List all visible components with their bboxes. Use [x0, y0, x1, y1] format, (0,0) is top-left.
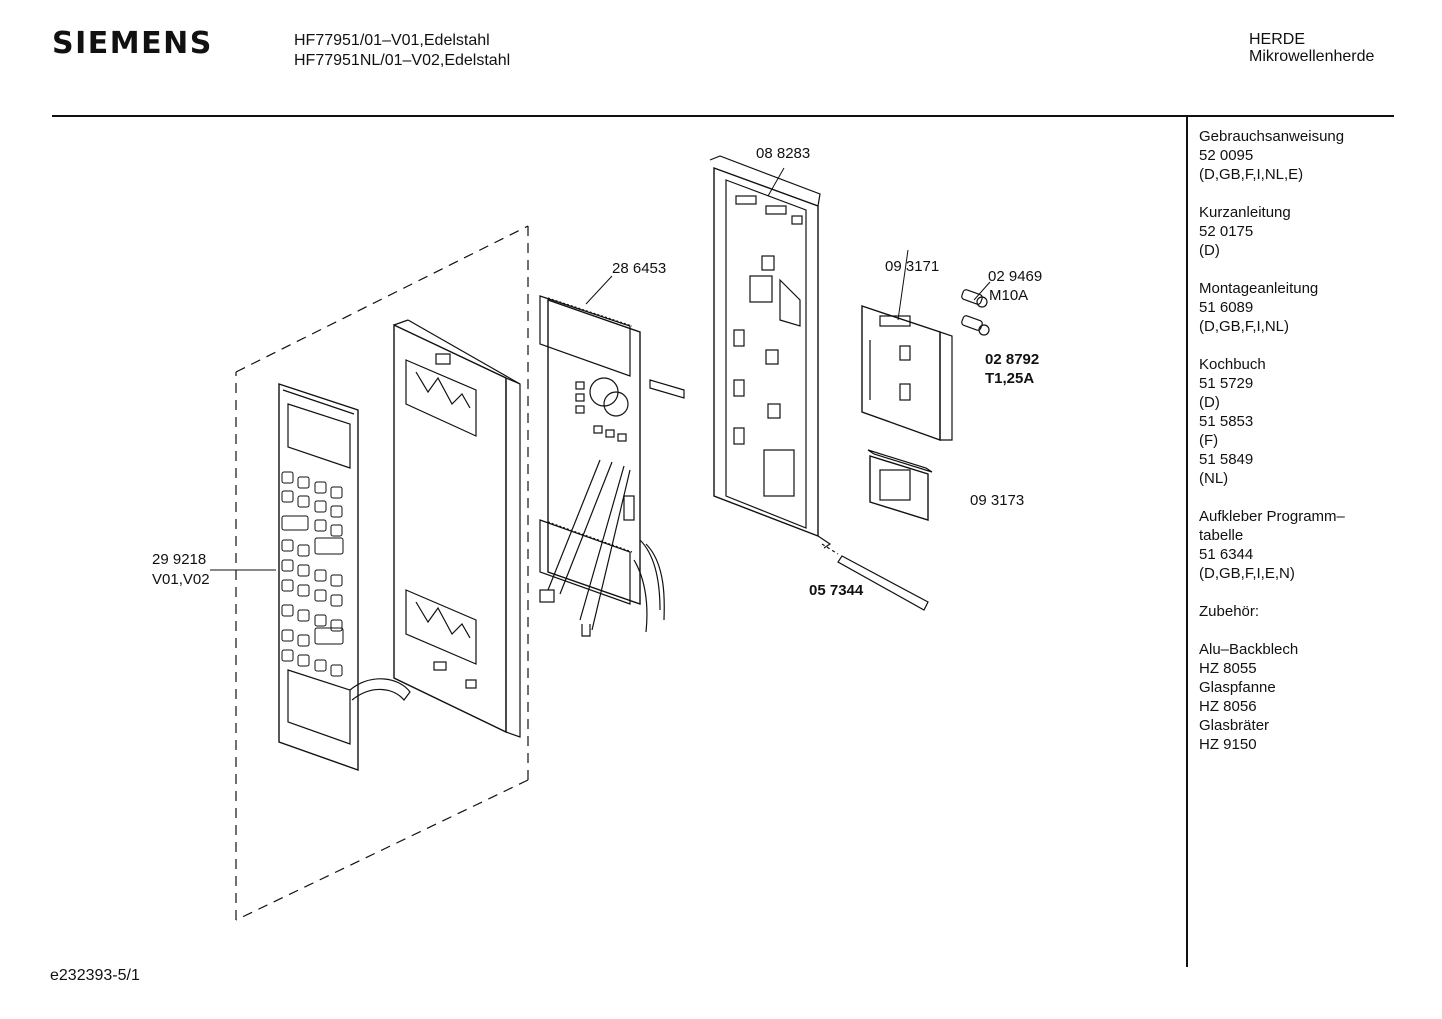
- sidebar-line: (F): [1199, 432, 1219, 449]
- sidebar-line: (D,GB,F,I,E,N): [1199, 565, 1295, 582]
- pin-tool: [821, 543, 929, 611]
- part-label-057344: 05 7344: [809, 582, 864, 599]
- control-panel-frame: [393, 319, 521, 738]
- sidebar-line: (D): [1199, 242, 1220, 259]
- exploded-view-diagram: [210, 155, 991, 921]
- sidebar-line: HZ 8056: [1199, 698, 1257, 715]
- part-label-029469-rating: M10A: [989, 287, 1029, 304]
- part-label-286453: 28 6453: [612, 260, 667, 277]
- part-label-299218: 29 9218: [152, 551, 207, 568]
- sidebar-line: Alu–Backblech: [1199, 641, 1299, 658]
- document-id: e232393-5/1: [50, 967, 140, 984]
- sidebar-line: 51 6089: [1199, 299, 1254, 316]
- sidebar-line: 52 0095: [1199, 147, 1254, 164]
- documentation-sidebar: Gebrauchsanweisung 52 0095 (D,GB,F,I,NL,E)…: [1199, 127, 1434, 773]
- part-label-028792-rating: T1,25A: [985, 370, 1035, 387]
- sidebar-line: Aufkleber Programm–: [1199, 508, 1345, 525]
- model-line-2: HF77951NL/01–V02,Edelstahl: [294, 52, 511, 69]
- mounting-bracket: [709, 155, 832, 549]
- part-label-029469: 02 9469: [988, 268, 1043, 285]
- category-line-2: Mikrowellenherde: [1249, 48, 1375, 65]
- sidebar-line: 51 5729: [1199, 375, 1254, 392]
- sidebar-line: Glasbräter: [1199, 717, 1270, 734]
- sidebar-line: Kurzanleitung: [1199, 204, 1291, 221]
- sidebar-line: Zubehör:: [1199, 603, 1260, 620]
- sidebar-line: 51 6344: [1199, 546, 1254, 563]
- sidebar-divider: [1186, 117, 1188, 967]
- header-divider: [52, 115, 1394, 117]
- sidebar-line: Montageanleitung: [1199, 280, 1319, 297]
- fuse-t125a: [961, 315, 990, 336]
- enclosure-dashed-outline: [235, 225, 529, 921]
- sidebar-line: 51 5849: [1199, 451, 1254, 468]
- control-circuit-board: [539, 295, 685, 637]
- sidebar-line: Kochbuch: [1199, 356, 1266, 373]
- part-label-088283: 08 8283: [756, 145, 811, 162]
- sidebar-block: Aufkleber Programm– tabelle 51 6344 (D,GB,F…: [1199, 507, 1434, 583]
- model-line-1: HF77951/01–V01,Edelstahl: [294, 32, 490, 49]
- part-label-093171: 09 3171: [885, 258, 940, 275]
- leader-lines: [210, 167, 991, 571]
- sidebar-block: Gebrauchsanweisung 52 0095 (D,GB,F,I,NL,E): [1199, 127, 1434, 184]
- sidebar-block: Kurzanleitung 52 0175 (D): [1199, 203, 1434, 260]
- sidebar-line: 51 5853: [1199, 413, 1254, 430]
- sidebar-block: Kochbuch 51 5729 (D) 51 5853 (F) 51 5849 (NL): [1199, 355, 1434, 488]
- sidebar-block: Montageanleitung 51 6089 (D,GB,F,I,NL): [1199, 279, 1434, 336]
- keypad-foil: [278, 383, 411, 771]
- sidebar-line: Glaspfanne: [1199, 679, 1276, 696]
- sidebar-line: 52 0175: [1199, 223, 1254, 240]
- sidebar-line: (D): [1199, 394, 1220, 411]
- part-label-299218-variants: V01,V02: [152, 571, 210, 588]
- category-line-1: HERDE: [1249, 31, 1306, 48]
- sidebar-line: tabelle: [1199, 527, 1244, 544]
- sidebar-line: (NL): [1199, 470, 1229, 487]
- power-module-board: [861, 305, 953, 441]
- sidebar-line: Gebrauchsanweisung: [1199, 128, 1345, 145]
- sidebar-line: HZ 9150: [1199, 736, 1257, 753]
- fuse-m10a: [961, 289, 988, 308]
- brand-logo: SIEMENS: [52, 26, 213, 61]
- sidebar-line: (D,GB,F,I,NL): [1199, 318, 1290, 335]
- part-label-028792: 02 8792: [985, 351, 1040, 368]
- sidebar-block: Zubehör:: [1199, 602, 1434, 621]
- sidebar-line: HZ 8055: [1199, 660, 1257, 677]
- transformer: [867, 449, 933, 521]
- sidebar-line: (D,GB,F,I,NL,E): [1199, 166, 1304, 183]
- part-label-093173: 09 3173: [970, 492, 1025, 509]
